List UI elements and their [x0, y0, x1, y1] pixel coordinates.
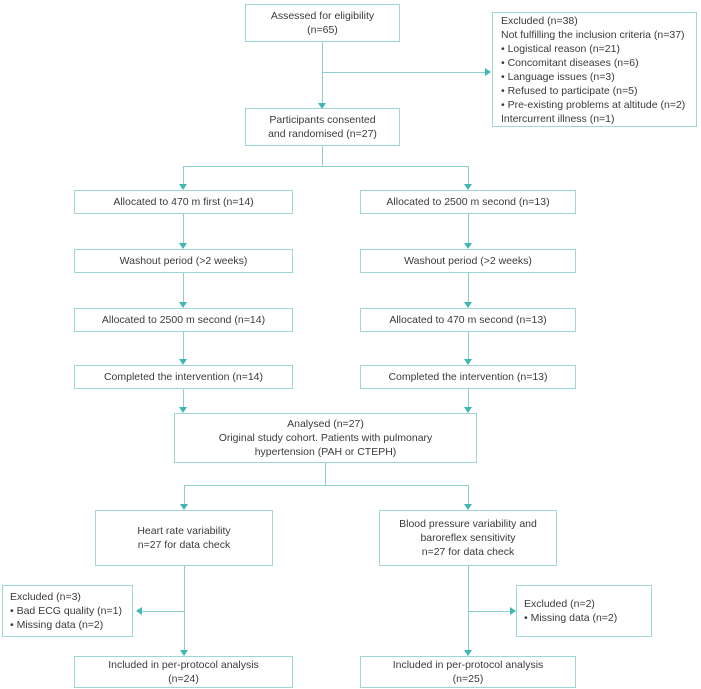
connector-analysis-split-left-drop [184, 485, 185, 507]
arrow-to-completed-right [464, 359, 472, 365]
arrow-to-included-left [180, 650, 188, 656]
arrow-to-washout-right [464, 243, 472, 249]
connector-alloc1-right-to-washout [468, 214, 469, 246]
node-participants-consented: Participants consented and randomised (n… [245, 108, 400, 146]
node-excluded-top: Excluded (n=38) Not fulfilling the inclu… [492, 12, 697, 127]
connector-analysis-split [184, 485, 469, 486]
node-blood-pressure-variability: Blood pressure variability and barorefle… [379, 510, 557, 566]
arrow-to-alloc-right-2 [464, 302, 472, 308]
connector-completed-right-to-analysed [468, 389, 469, 411]
node-assessed-for-eligibility: Assessed for eligibility (n=65) [245, 4, 400, 42]
connector-bpv-stem [468, 566, 469, 653]
node-completed-left: Completed the intervention (n=14) [74, 365, 293, 389]
connector-alloc1-left-to-washout [183, 214, 184, 246]
arrow-to-excluded-top [485, 68, 491, 76]
connector-washout-left-to-alloc2 [183, 273, 184, 305]
connector-analysed-stem [325, 463, 326, 485]
arrow-to-hrv [180, 504, 188, 510]
arrow-to-completed-left [179, 359, 187, 365]
arrow-to-alloc-right-1 [464, 184, 472, 190]
connector-alloc2-right-to-completed [468, 332, 469, 362]
connector-consented-stem [322, 146, 323, 166]
arrow-to-alloc-left-2 [179, 302, 187, 308]
node-allocated-left-second: Allocated to 2500 m second (n=14) [74, 308, 293, 332]
arrow-to-analysed-left [179, 407, 187, 413]
arrow-to-alloc-left-1 [179, 184, 187, 190]
node-excluded-left: Excluded (n=3) • Bad ECG quality (n=1) •… [2, 585, 133, 637]
connector-hrv-to-excluded-left [142, 611, 184, 612]
connector-hrv-stem [184, 566, 185, 653]
node-washout-right: Washout period (>2 weeks) [360, 249, 576, 273]
arrow-to-washout-left [179, 243, 187, 249]
arrow-to-bpv [464, 504, 472, 510]
node-included-right: Included in per-protocol analysis (n=25) [360, 656, 576, 688]
connector-randomisation-split [183, 166, 468, 167]
connector-bpv-to-excluded-right [468, 611, 510, 612]
node-allocated-right-first: Allocated to 2500 m second (n=13) [360, 190, 576, 214]
connector-alloc2-left-to-completed [183, 332, 184, 362]
node-heart-rate-variability: Heart rate variability n=27 for data che… [95, 510, 273, 566]
node-washout-left: Washout period (>2 weeks) [74, 249, 293, 273]
connector-split-left-drop [183, 166, 184, 186]
arrow-to-included-right [464, 650, 472, 656]
node-allocated-right-second: Allocated to 470 m second (n=13) [360, 308, 576, 332]
connector-completed-left-to-analysed [183, 389, 184, 411]
arrow-to-excluded-right [510, 607, 516, 615]
connector-washout-right-to-alloc2 [468, 273, 469, 305]
node-analysed: Analysed (n=27) Original study cohort. P… [174, 413, 477, 463]
node-included-left: Included in per-protocol analysis (n=24) [74, 656, 293, 688]
node-completed-right: Completed the intervention (n=13) [360, 365, 576, 389]
node-allocated-left-first: Allocated to 470 m first (n=14) [74, 190, 293, 214]
node-excluded-right: Excluded (n=2) • Missing data (n=2) [516, 585, 652, 637]
arrow-to-excluded-left [136, 607, 142, 615]
connector-split-right-drop [468, 166, 469, 186]
arrow-to-analysed-right [464, 407, 472, 413]
connector-analysis-split-right-drop [468, 485, 469, 507]
connector-assessed-to-excluded [322, 72, 485, 73]
connector-assessed-stem [322, 42, 323, 108]
arrow-to-consented [318, 103, 326, 109]
